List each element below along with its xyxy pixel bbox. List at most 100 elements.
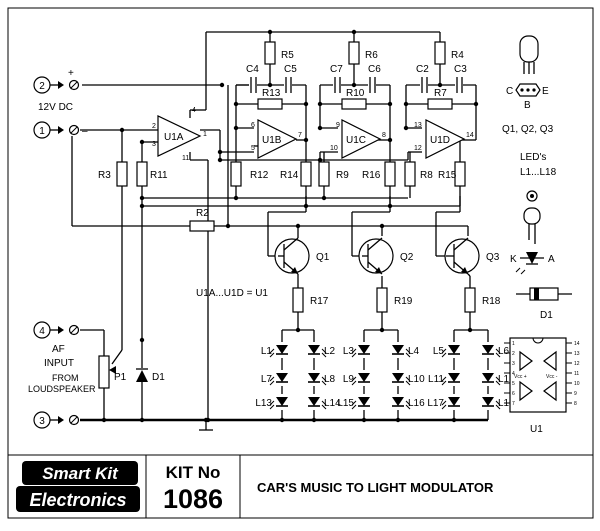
transistor-q1: Q1 [274, 236, 330, 276]
svg-text:Smart Kit: Smart Kit [42, 464, 119, 483]
led-l14: L14 [307, 394, 341, 410]
diode-d1: D1 [136, 368, 165, 383]
svg-text:3: 3 [152, 141, 156, 148]
opamp-u1b: U1B 6 5 7 [251, 119, 302, 159]
diode-legend: D1 [516, 287, 572, 321]
ic-pin-number: 8 [574, 401, 577, 407]
ic-pin-number: 6 [512, 391, 515, 397]
led-l8: L8 [307, 370, 336, 386]
svg-text:R15: R15 [438, 170, 457, 181]
svg-text:9: 9 [336, 122, 340, 129]
potentiometer-p1[interactable]: P1 [98, 355, 127, 389]
opamp-u1d: U1D 13 12 14 [414, 119, 474, 159]
led-legend: LED's L1...L18 K A [510, 152, 557, 275]
opamp-u1c: U1C 9 10 8 [330, 119, 386, 159]
led-l5: L5 [433, 342, 461, 358]
opamp-note: U1A...U1D = U1 [196, 288, 268, 299]
svg-text:6: 6 [251, 122, 255, 129]
resistor-r7: R7 [427, 88, 453, 110]
svg-text:2: 2 [152, 123, 156, 130]
capacitor-c3: C3 [454, 64, 467, 93]
svg-text:R4: R4 [451, 50, 464, 61]
svg-text:–: – [82, 126, 88, 137]
svg-text:U1A: U1A [164, 132, 184, 143]
svg-text:P1: P1 [114, 372, 127, 383]
svg-text:Q1: Q1 [316, 252, 330, 263]
svg-text:C6: C6 [368, 64, 381, 75]
svg-text:U1C: U1C [346, 135, 366, 146]
project-title: CAR'S MUSIC TO LIGHT MODULATOR [257, 480, 494, 495]
svg-text:R6: R6 [365, 50, 378, 61]
resistor-r12: R12 [230, 161, 269, 187]
svg-text:2: 2 [39, 81, 45, 92]
sheet-border [7, 7, 594, 519]
opamp-u1a: U1A 2 3 1 4 11 [152, 107, 207, 162]
ic-pin-number: 1 [512, 341, 515, 347]
af-input-label-1: AF [52, 344, 65, 355]
svg-text:R11: R11 [150, 170, 168, 181]
led-l16: L16 [391, 394, 425, 410]
led-label: L12 [498, 374, 515, 385]
led-label: L8 [324, 374, 336, 385]
ic-pin-number: 4 [512, 371, 515, 377]
svg-text:K: K [510, 254, 517, 265]
led-label: L2 [324, 346, 336, 357]
svg-text:U1: U1 [530, 424, 543, 435]
svg-text:+: + [68, 68, 74, 79]
svg-text:R3: R3 [98, 170, 111, 181]
resistor-r9: R9 [318, 161, 349, 187]
svg-text:12: 12 [414, 145, 422, 152]
led-label: L3 [343, 346, 355, 357]
title-block: Smart Kit Electronics KIT No 1086 CAR'S … [16, 455, 494, 518]
resistor-r16: R16 [362, 161, 396, 187]
led-l3: L3 [343, 342, 371, 358]
svg-text:LED's: LED's [520, 152, 546, 163]
transistor-pinout-legend: C E B Q1, Q2, Q3 [502, 35, 554, 135]
af-input-label-4: LOUDSPEAKER [28, 384, 96, 394]
led-label: L11 [428, 374, 444, 385]
svg-text:7: 7 [298, 132, 302, 139]
led-label: L9 [343, 374, 355, 385]
svg-text:A: A [548, 254, 555, 265]
transistor-q2: Q2 [358, 237, 414, 275]
svg-text:B: B [524, 100, 531, 111]
ic-pin-number: 9 [574, 391, 577, 397]
resistor-r14: R14 [280, 161, 312, 187]
led-label: L14 [324, 398, 341, 409]
led-l11: L11 [428, 370, 461, 386]
svg-text:C7: C7 [330, 64, 343, 75]
ic-pin-number: 14 [574, 341, 580, 347]
led-l9: L9 [343, 370, 371, 386]
resistor-r8: R8 [404, 161, 433, 187]
af-input-label-3: FROM [52, 373, 79, 383]
led-l13: L13 [255, 394, 289, 410]
brand-logo: Smart Kit Electronics [16, 461, 140, 512]
svg-text:C2: C2 [416, 64, 429, 75]
svg-text:D1: D1 [152, 372, 165, 383]
svg-text:R2: R2 [196, 208, 209, 219]
ic-pin-number: 13 [574, 351, 580, 357]
kit-label: KIT No [166, 463, 221, 482]
terminal-1[interactable]: 1 – [33, 121, 88, 139]
svg-text:R14: R14 [280, 170, 299, 181]
svg-text:Electronics: Electronics [29, 490, 126, 510]
led-l6: L6 [481, 342, 510, 358]
resistor-r4: R4 [434, 41, 464, 65]
ic-pin-number: 7 [512, 401, 515, 407]
led-l10: L10 [391, 370, 425, 386]
led-label: L6 [498, 346, 510, 357]
svg-text:4: 4 [192, 107, 196, 114]
svg-text:U1D: U1D [430, 135, 450, 146]
resistor-r19: R19 [376, 287, 413, 313]
capacitor-c2: C2 [416, 64, 429, 93]
led-label: L15 [337, 398, 354, 409]
terminal-2[interactable]: 2 + [33, 68, 80, 94]
svg-text:5: 5 [251, 145, 255, 152]
terminal-3[interactable]: 3 [33, 411, 80, 429]
svg-text:14: 14 [466, 132, 474, 139]
terminal-4[interactable]: 4 [33, 321, 80, 339]
svg-text:D1: D1 [540, 310, 553, 321]
svg-text:R5: R5 [281, 50, 294, 61]
